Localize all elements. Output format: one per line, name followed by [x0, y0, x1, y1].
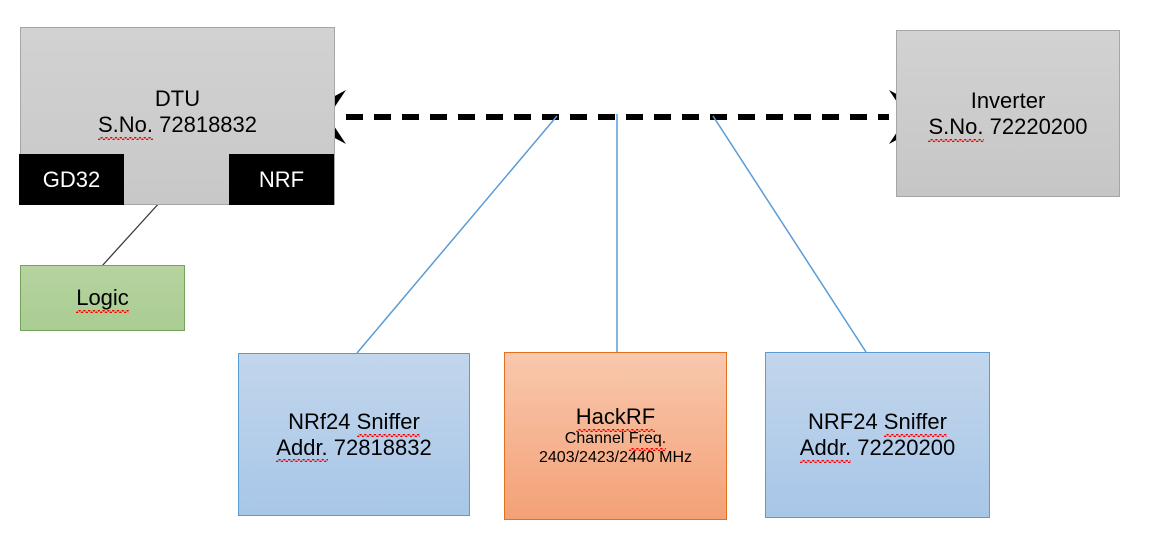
nrf-label: NRF: [258, 166, 305, 192]
sniffer-left-addr: Addr. 72818832: [276, 434, 432, 463]
logic-label: Logic: [76, 285, 129, 313]
inverter-serial-value: 72220200: [989, 113, 1088, 139]
dtu-serial-prefix: S.No.: [97, 111, 154, 140]
dtu-serial: S.No. 72818832: [97, 111, 258, 140]
sniffer-left-title: NRf24 Sniffer: [288, 408, 421, 437]
sniffer-left-title-word: Sniffer: [356, 408, 421, 437]
sniffer-right-addr-value: 72220200: [857, 435, 956, 460]
nrf-chip[interactable]: NRF: [229, 154, 334, 205]
sniffer-left-addr-value: 72818832: [333, 434, 432, 460]
sniffer-right-title-word: Sniffer: [883, 409, 948, 437]
tap-line-left: [356, 115, 558, 354]
inverter-node[interactable]: Inverter S.No. 72220200: [896, 30, 1120, 197]
logic-analyzer-node[interactable]: Logic: [20, 265, 185, 331]
inverter-serial-prefix: S.No.: [928, 113, 984, 142]
hackrf-title-text: HackRF: [575, 404, 656, 433]
sniffer-left-node[interactable]: NRf24 Sniffer Addr. 72818832: [238, 353, 470, 516]
hackrf-title: HackRF: [575, 404, 656, 433]
gd32-chip[interactable]: GD32: [19, 154, 124, 205]
inverter-title: Inverter: [970, 88, 1046, 113]
sniffer-left-title-text: NRf24: [288, 408, 357, 434]
hackrf-sub1-b: Freq.: [628, 430, 667, 451]
hackrf-sub1: Channel Freq.: [564, 430, 667, 451]
dtu-serial-value: 72818832: [159, 111, 258, 137]
hackrf-sub1-a: Channel: [564, 430, 629, 448]
sniffer-right-addr-prefix: Addr.: [799, 435, 852, 463]
dtu-title: DTU: [154, 86, 201, 111]
sniffer-right-title: NRF24 Sniffer: [808, 409, 948, 437]
gd32-label: GD32: [42, 166, 101, 192]
sniffer-right-addr: Addr. 72220200: [799, 435, 956, 463]
hackrf-sub2: 2403/2423/2440 MHz: [539, 448, 692, 466]
tap-line-right: [712, 115, 867, 353]
hackrf-node[interactable]: HackRF Channel Freq. 2403/2423/2440 MHz: [504, 352, 727, 520]
sniffer-right-node[interactable]: NRF24 Sniffer Addr. 72220200: [765, 352, 990, 518]
inverter-serial: S.No. 72220200: [928, 113, 1088, 142]
sniffer-right-title-text: NRF24: [808, 409, 884, 435]
sniffer-left-addr-prefix: Addr.: [276, 434, 329, 463]
